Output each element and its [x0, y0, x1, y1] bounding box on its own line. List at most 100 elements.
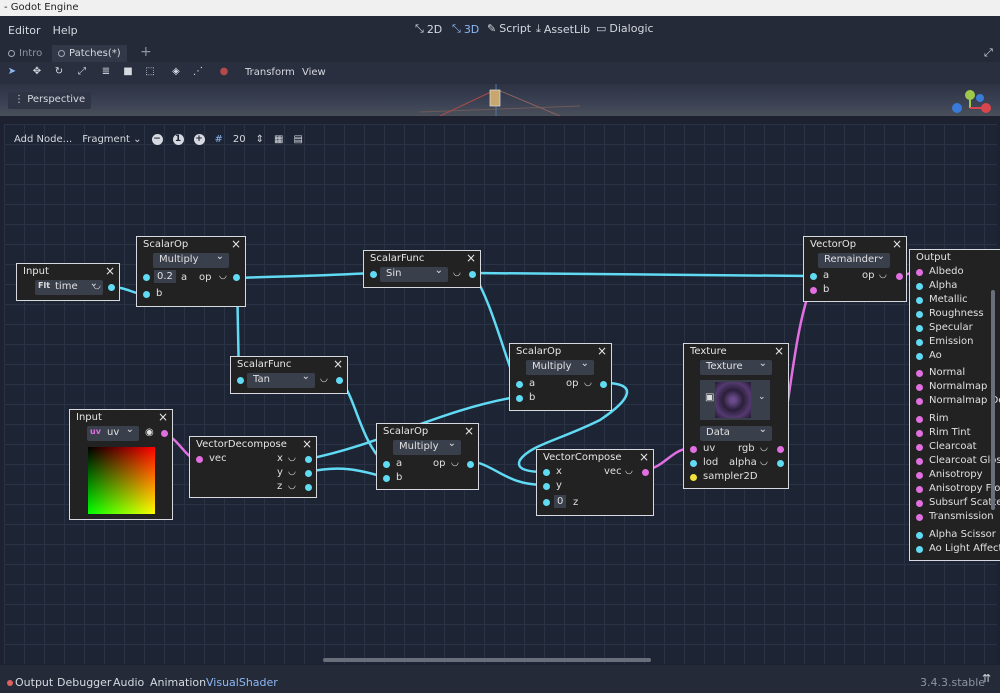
output-port-alpha-scissor[interactable]	[916, 532, 923, 539]
output-port-subsurf-scatter[interactable]	[916, 500, 923, 507]
function-select[interactable]: Sin	[380, 265, 448, 282]
shader-mode-select[interactable]: Fragment ⌄	[82, 133, 142, 145]
close-icon[interactable]: ×	[596, 344, 607, 358]
bottom-tab-audio[interactable]: Audio	[113, 676, 145, 689]
zoom-in-icon[interactable]: +	[193, 133, 205, 145]
visual-shader-graph[interactable]	[4, 124, 997, 664]
close-icon[interactable]: ×	[465, 251, 476, 265]
bottom-tab-animation[interactable]: Animation	[150, 676, 207, 689]
node-input-time[interactable]: Input × Flt time ◡	[16, 263, 120, 301]
output-port-ao-light-affect[interactable]	[916, 546, 923, 553]
move-tool-icon[interactable]: ✥	[32, 66, 42, 77]
axis-gizmo-icon[interactable]	[950, 88, 995, 114]
mode-script-button[interactable]: ✎Script	[487, 22, 532, 35]
output-port-clearcoat-gloss[interactable]	[916, 458, 923, 465]
preview-toggle-icon[interactable]: ◡	[879, 270, 887, 280]
preview-toggle-icon[interactable]: ◡	[93, 281, 101, 291]
add-node-button[interactable]: Add Node...	[14, 133, 73, 145]
output-port-alpha[interactable]	[777, 460, 784, 467]
input-port-a[interactable]	[383, 461, 390, 468]
output-port[interactable]	[469, 271, 476, 278]
texture-mode-select[interactable]: Data	[700, 424, 772, 441]
preview-toggle-icon[interactable]: ◡	[320, 374, 328, 384]
output-port-clearcoat[interactable]	[916, 444, 923, 451]
node-vectorcompose[interactable]: VectorCompose × x vec ◡ y 0 z	[536, 449, 654, 516]
input-select[interactable]: uv uv	[87, 424, 139, 441]
output-port[interactable]	[896, 273, 903, 280]
vertical-scrollbar[interactable]	[991, 290, 995, 510]
input-port-b[interactable]	[810, 287, 817, 294]
output-port-anisotropy-flow[interactable]	[916, 486, 923, 493]
output-port-albedo[interactable]	[916, 269, 923, 276]
input-port-lod[interactable]	[690, 460, 697, 467]
scale-tool-icon[interactable]: ⤢	[78, 66, 86, 77]
output-port-roughness[interactable]	[916, 311, 923, 318]
lock-icon[interactable]: ■	[123, 66, 133, 77]
function-select[interactable]: Tan	[247, 371, 315, 388]
output-port-specular[interactable]	[916, 325, 923, 332]
output-port-transmission[interactable]	[916, 514, 923, 521]
node-vectordecompose[interactable]: VectorDecompose × vec x ◡ y ◡ z ◡	[189, 436, 317, 498]
close-icon[interactable]: ×	[638, 450, 649, 464]
output-port-anisotropy[interactable]	[916, 472, 923, 479]
node-vectorop[interactable]: VectorOp × Remainder a op ◡ b	[803, 236, 907, 302]
input-port-a[interactable]	[810, 273, 817, 280]
input-port-z[interactable]	[543, 499, 550, 506]
select-tool-icon[interactable]: ➤	[7, 66, 17, 77]
input-port-vec[interactable]	[196, 456, 203, 463]
node-scalarop-2[interactable]: ScalarOp × Multiply a op ◡ b	[509, 343, 612, 411]
output-port-x[interactable]	[305, 456, 312, 463]
local-space-icon[interactable]: ◈	[172, 66, 180, 77]
output-port-y[interactable]	[305, 470, 312, 477]
texture-source-select[interactable]: Texture	[700, 358, 772, 375]
preview-toggle-icon[interactable]: ◡	[453, 268, 461, 278]
output-port[interactable]	[233, 274, 240, 281]
preview-toggle-icon[interactable]: ◡	[451, 458, 459, 468]
mode-dialogic-button[interactable]: ▭Dialogic	[596, 22, 654, 35]
close-icon[interactable]: ×	[891, 237, 902, 251]
list-select-icon[interactable]: ≣	[101, 66, 111, 77]
output-port[interactable]	[600, 381, 607, 388]
output-port-metallic[interactable]	[916, 297, 923, 304]
output-port-normalmap[interactable]	[916, 384, 923, 391]
output-port-ao[interactable]	[916, 353, 923, 360]
texture-picker[interactable]: ▣ ⌄	[700, 380, 770, 420]
output-port-z[interactable]	[305, 484, 312, 491]
bottom-tab-visualshader[interactable]: VisualShader	[206, 676, 278, 689]
collapse-panel-icon[interactable]: ⇈	[982, 672, 992, 685]
input-port-a[interactable]	[516, 381, 523, 388]
node-scalarop-3[interactable]: ScalarOp × Multiply a op ◡ b	[376, 423, 479, 490]
group-icon[interactable]: ⬚	[145, 66, 155, 77]
perspective-menu[interactable]: ⋮ Perspective	[8, 92, 92, 109]
preview-toggle-icon[interactable]: ◡	[584, 378, 592, 388]
preview-icon[interactable]: ▤	[293, 133, 303, 145]
close-icon[interactable]: ×	[463, 424, 474, 438]
close-icon[interactable]: ×	[230, 237, 241, 251]
preview-toggle-icon[interactable]: ◡	[288, 453, 296, 463]
node-texture[interactable]: Texture × Texture ▣ ⌄ Data uv rgb ◡ lod …	[683, 343, 789, 489]
rotate-tool-icon[interactable]: ↻	[54, 66, 64, 77]
input-port-b[interactable]	[383, 475, 390, 482]
close-icon[interactable]: ×	[301, 437, 312, 451]
preview-toggle-icon[interactable]: ◡	[760, 457, 768, 467]
zoom-reset-icon[interactable]: 1	[172, 133, 184, 145]
output-port[interactable]	[467, 461, 474, 468]
output-port-alpha[interactable]	[916, 283, 923, 290]
close-icon[interactable]: ×	[773, 344, 784, 358]
operator-select[interactable]: Remainder	[818, 251, 890, 268]
input-port-a[interactable]	[143, 274, 150, 281]
mode-3d-button[interactable]: ⤡3D	[452, 22, 480, 36]
output-port-rim[interactable]	[916, 416, 923, 423]
node-scalarfunc-sin[interactable]: ScalarFunc × Sin ◡	[363, 250, 481, 288]
menu-editor[interactable]: Editor	[8, 23, 41, 37]
input-port-b[interactable]	[516, 395, 523, 402]
tab-intro[interactable]: Intro	[2, 45, 48, 62]
preview-camera-icon[interactable]: ●	[219, 66, 229, 77]
close-icon[interactable]: ×	[157, 410, 168, 424]
node-input-uv[interactable]: Input × uv uv ◉	[69, 409, 173, 520]
preview-toggle-icon[interactable]: ◡	[288, 481, 296, 491]
menu-help[interactable]: Help	[52, 23, 78, 37]
a-value-field[interactable]: 0.2	[154, 270, 176, 283]
output-port-normalmap-de[interactable]	[916, 398, 923, 405]
